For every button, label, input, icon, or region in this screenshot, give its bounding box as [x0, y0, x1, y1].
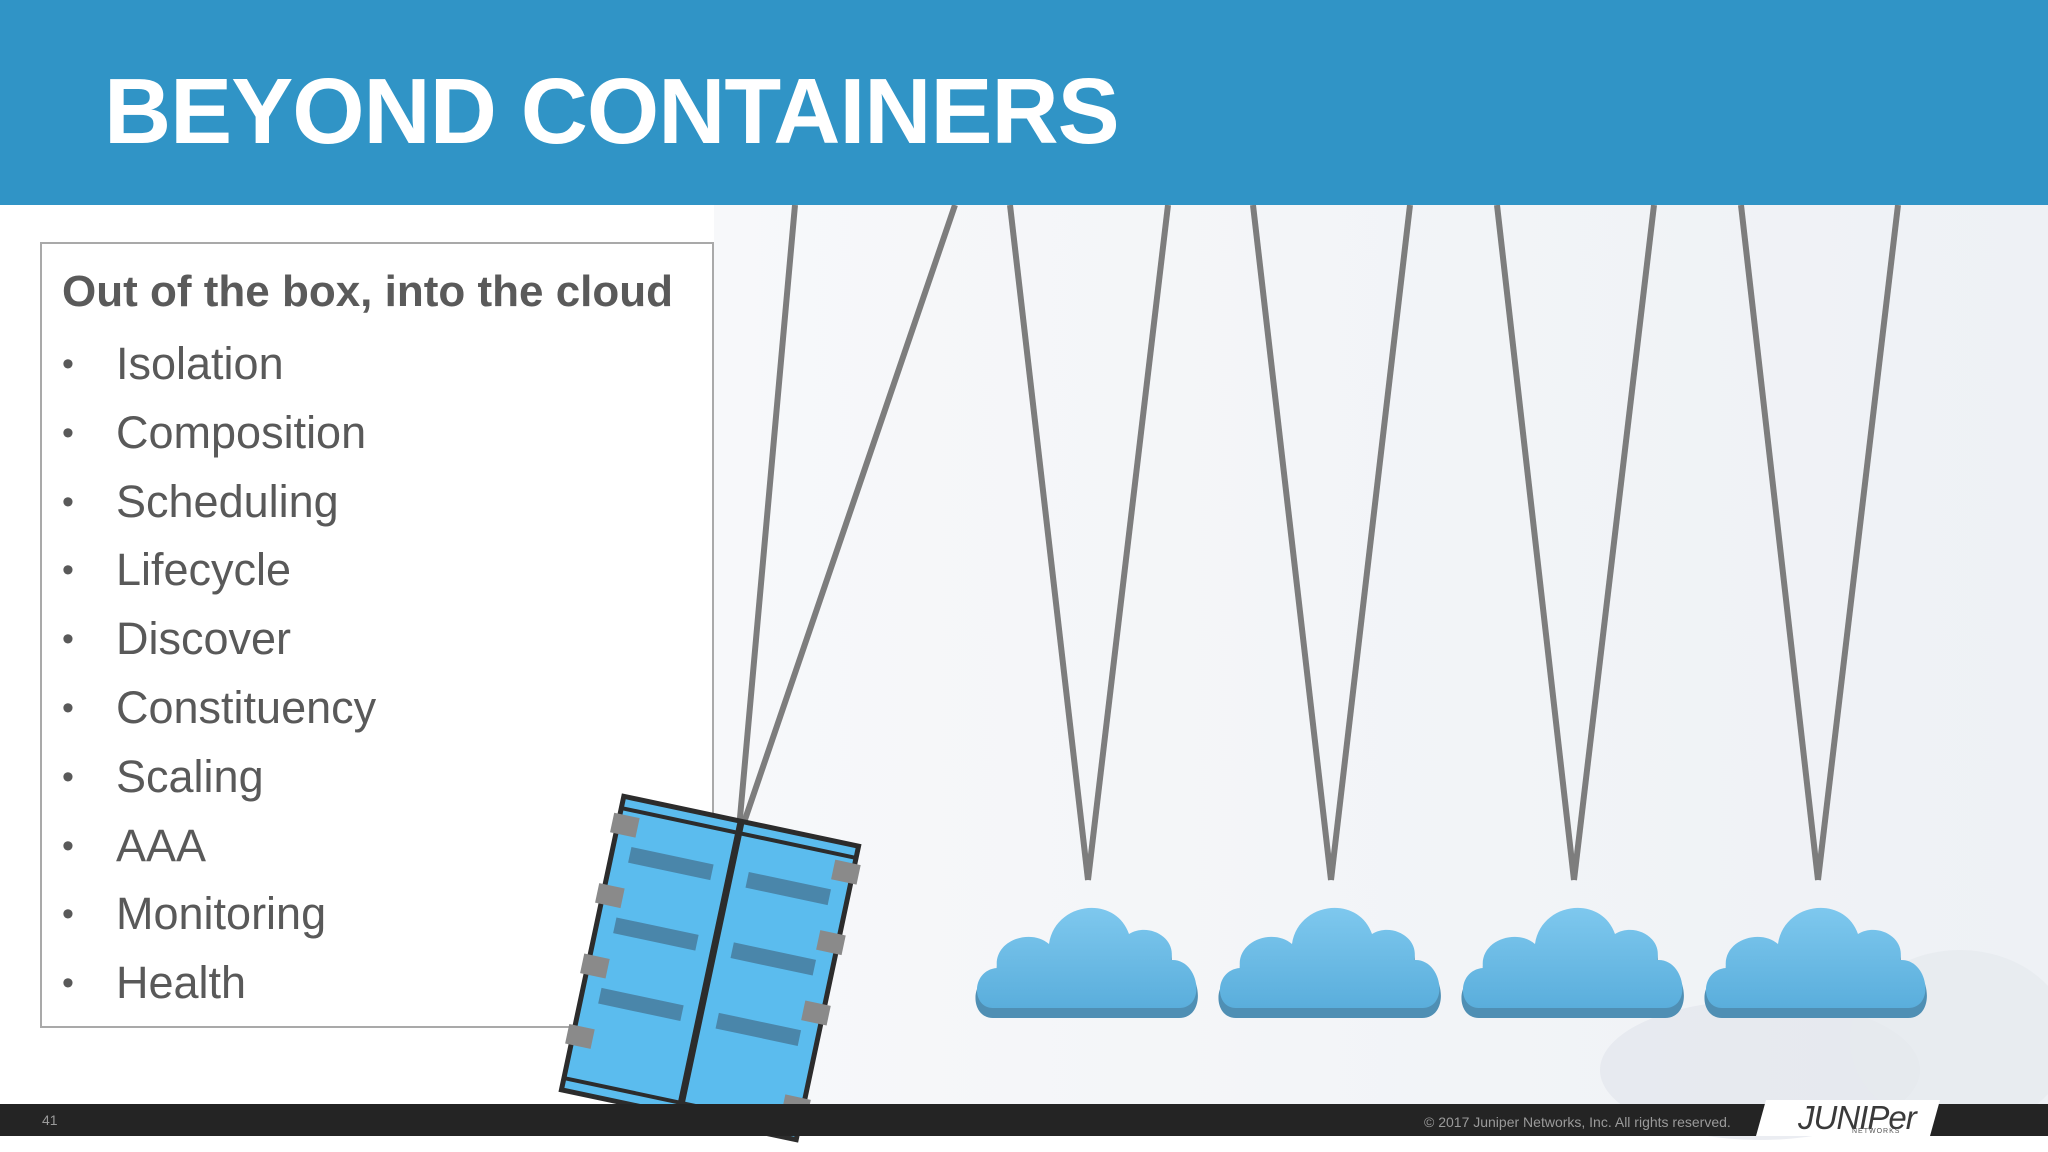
bullet-icon: • — [62, 345, 74, 383]
footer-bar — [0, 1104, 2048, 1136]
bullet-icon: • — [62, 757, 74, 796]
bullet-icon: • — [62, 482, 74, 521]
juniper-logo: JUNIPer — [1798, 1099, 1917, 1136]
bullet-icon: • — [62, 620, 74, 659]
pendulum-strings — [735, 204, 1901, 881]
slide-title: BEYOND CONTAINERS — [104, 59, 1120, 163]
server-container-icon — [558, 793, 862, 1143]
page-number: 41 — [42, 1112, 58, 1128]
bullet-icon: • — [62, 895, 74, 934]
logo-tab — [1756, 1100, 1940, 1136]
bullet-icon: • — [62, 688, 74, 727]
bullet-icon: • — [62, 413, 74, 452]
bullet-icon: • — [62, 964, 74, 1003]
copyright-text: © 2017 Juniper Networks, Inc. All rights… — [1424, 1114, 1731, 1130]
logo-subtitle: NETWORKS — [1852, 1128, 1901, 1135]
content-box: Out of the box, into the cloud •Isolatio… — [40, 242, 714, 1028]
bullet-icon: • — [62, 826, 74, 865]
bullet-icon: • — [62, 551, 74, 590]
box-heading: Out of the box, into the cloud — [62, 267, 674, 316]
header-bar — [0, 0, 2048, 205]
